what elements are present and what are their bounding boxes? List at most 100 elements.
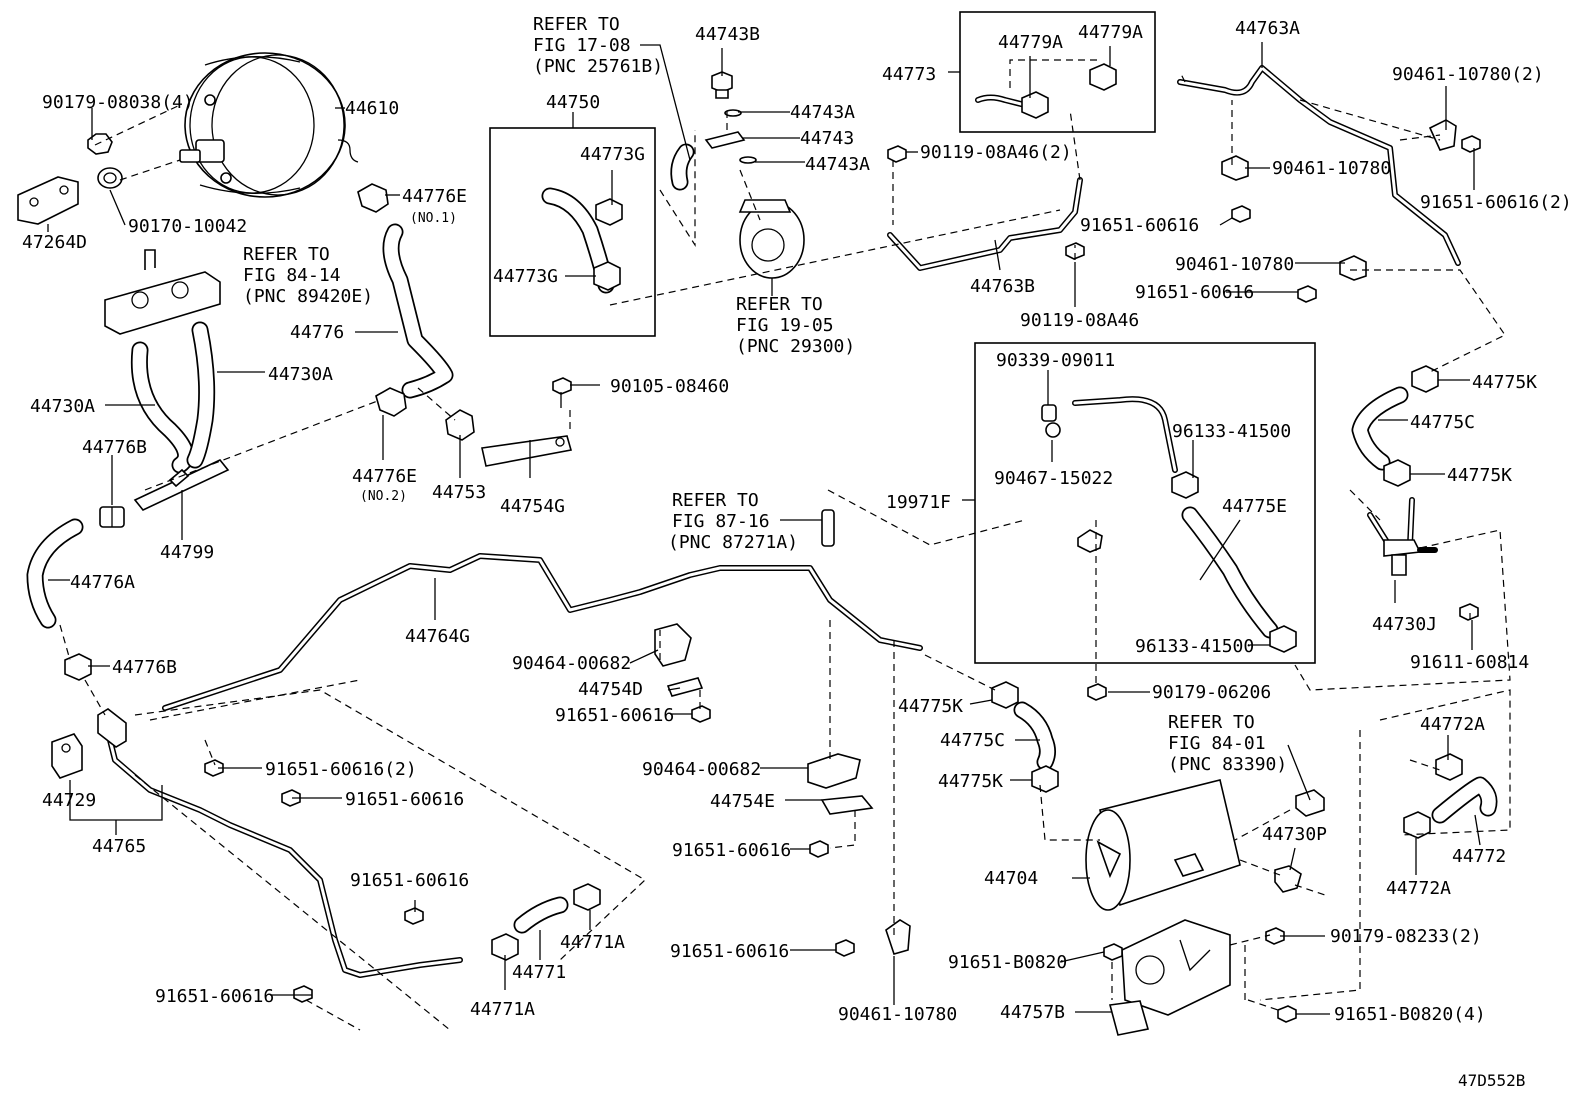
fitting-44730P — [1274, 865, 1302, 893]
label-ref-84-14-b: FIG 84-14 — [243, 265, 341, 286]
label-ref-17-08-c: (PNC 25761B) — [533, 56, 663, 77]
label-44773G-a: 44773G — [580, 144, 645, 165]
clamp-90461-10780-top — [1428, 119, 1457, 151]
bolt-91651-60616-low — [1297, 285, 1317, 303]
label-ref-87-16-a: REFER TO — [672, 490, 759, 511]
label-44764G: 44764G — [405, 626, 470, 647]
clamp-90461-10780-bot — [885, 919, 911, 955]
check-valve-44799 — [133, 459, 230, 511]
bolt-90119-08A46 — [1065, 242, 1085, 260]
label-44743A-a: 44743A — [790, 102, 855, 123]
clip-90464-00682-b — [807, 753, 861, 789]
label-ref-87-16-c: (PNC 87271A) — [668, 532, 798, 553]
bolt-91651-60616-b — [404, 907, 424, 925]
washer-90170-10042 — [97, 167, 123, 189]
diagram-code: 47D552B — [1458, 1071, 1525, 1090]
label-44772A-b: 44772A — [1386, 878, 1451, 899]
clamp-90461-10780 — [1221, 155, 1249, 181]
label-44799: 44799 — [160, 542, 214, 563]
clamp-44775K-b — [1383, 459, 1411, 487]
label-44743: 44743 — [800, 128, 854, 149]
label-ref-87-16-b: FIG 87-16 — [672, 511, 770, 532]
brake-booster-44610 — [179, 52, 359, 198]
label-ref-19-05-b: FIG 19-05 — [736, 315, 834, 336]
bolt-91651-60616-e — [809, 840, 829, 858]
label-ref-84-01-b: FIG 84-01 — [1168, 733, 1266, 754]
label-44773: 44773 — [882, 64, 936, 85]
label-no1: (NO.1) — [410, 211, 457, 226]
label-ref-17-08-a: REFER TO — [533, 14, 620, 35]
nut-90179-06206 — [1087, 683, 1107, 701]
label-90467-15022: 90467-15022 — [994, 468, 1113, 489]
label-96133-41500-a: 96133-41500 — [1172, 421, 1291, 442]
label-91651-60616-d: 91651-60616 — [555, 705, 674, 726]
clamp-44776E-no2 — [375, 387, 407, 417]
label-44776A: 44776A — [70, 572, 135, 593]
label-44775K-b: 44775K — [1447, 465, 1512, 486]
clamp-44771A-r — [573, 883, 601, 911]
label-ref-19-05-c: (PNC 29300) — [736, 336, 855, 357]
label-91611-60814: 91611-60814 — [1410, 652, 1529, 673]
bolt-91651-60616-2-left — [204, 759, 224, 777]
clip-90464-00682-a — [654, 623, 692, 667]
valve-44743B — [711, 71, 733, 99]
label-90170-10042: 90170-10042 — [128, 216, 247, 237]
label-91651-60616-e: 91651-60616 — [672, 840, 791, 861]
label-90339-09011: 90339-09011 — [996, 350, 1115, 371]
box-44773 — [959, 11, 1156, 133]
label-91651-B0820: 91651-B0820 — [948, 952, 1067, 973]
label-44776B-top: 44776B — [82, 437, 147, 458]
pipe-44764G — [162, 553, 923, 711]
label-ref-84-14-a: REFER TO — [243, 244, 330, 265]
label-44776: 44776 — [290, 322, 344, 343]
bolt-90119-08A46-2 — [887, 145, 907, 163]
bolt-90105-08460 — [552, 377, 572, 408]
label-44704: 44704 — [984, 868, 1038, 889]
label-44775K-d: 44775K — [938, 771, 1003, 792]
nut-90179-08038 — [87, 133, 113, 155]
bolt-91651-60616-a — [281, 789, 301, 807]
clamp-44772A-a — [1435, 753, 1463, 781]
bracket-44754D — [666, 677, 704, 697]
label-90179-08038: 90179-08038(4) — [42, 92, 194, 113]
label-91651-60616-c: 91651-60616 — [155, 986, 274, 1007]
canister-44704 — [1085, 779, 1241, 911]
label-90179-06206: 90179-06206 — [1152, 682, 1271, 703]
tee-44730J — [1367, 497, 1438, 576]
label-91651-60616-f: 91651-60616 — [670, 941, 789, 962]
label-44776E-1: 44776E — [402, 186, 467, 207]
label-44775K-c: 44775K — [898, 696, 963, 717]
clamp-44776B-bot — [64, 653, 92, 681]
bracket-44765 — [97, 708, 127, 748]
label-ref-17-08-b: FIG 17-08 — [533, 35, 631, 56]
label-44775C-a: 44775C — [1410, 412, 1475, 433]
label-44772A-a: 44772A — [1420, 714, 1485, 735]
label-44779A-b: 44779A — [1078, 22, 1143, 43]
label-ref-19-05-a: REFER TO — [736, 294, 823, 315]
label-ref-84-14-c: (PNC 89420E) — [243, 286, 373, 307]
label-44754D: 44754D — [578, 679, 643, 700]
clamp-44775K-d — [1031, 765, 1059, 793]
label-44610: 44610 — [345, 98, 399, 119]
label-44776E-2: 44776E — [352, 466, 417, 487]
label-44763A: 44763A — [1235, 18, 1300, 39]
bracket-44754G — [481, 435, 573, 467]
clamp-44775K-c — [991, 681, 1019, 709]
label-91651-60616-h: 91651-60616 — [1135, 282, 1254, 303]
label-90179-08233: 90179-08233(2) — [1330, 926, 1482, 947]
label-44730J: 44730J — [1372, 614, 1437, 635]
leader-lines — [47, 42, 1481, 1015]
valve-ref-84-01 — [1295, 789, 1325, 817]
dashed-guides — [59, 59, 1511, 1031]
clamp-90461-10780-low — [1339, 255, 1367, 281]
bolt-91651-B0820-4 — [1277, 1005, 1297, 1023]
label-90119-08A46-2: 90119-08A46(2) — [920, 142, 1072, 163]
label-44771A-b: 44771A — [470, 999, 535, 1020]
label-90461-10780-2: 90461-10780(2) — [1392, 64, 1544, 85]
clamp-44776E-no1 — [357, 183, 389, 213]
label-44771: 44771 — [512, 962, 566, 983]
label-44730A-right: 44730A — [268, 364, 333, 385]
bolt-91651-60616-mid — [1231, 205, 1251, 223]
bracket-44729 — [51, 733, 83, 779]
box-44750 — [489, 127, 656, 337]
